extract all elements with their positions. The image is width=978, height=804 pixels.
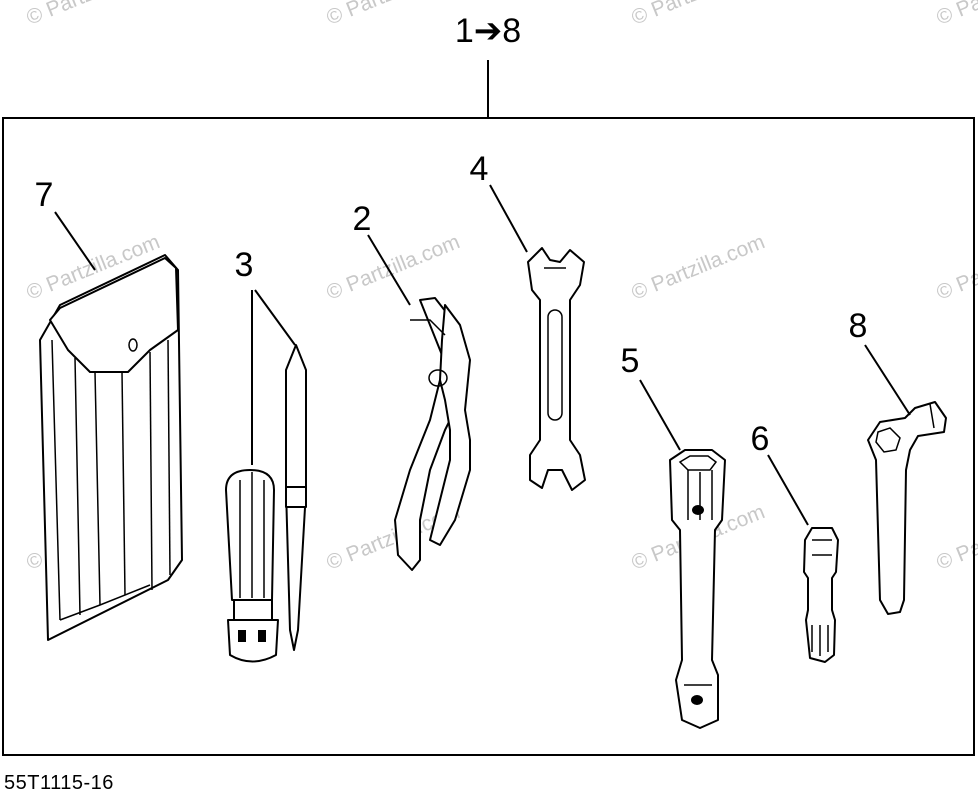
leader-line-6: [767, 454, 809, 526]
watermark-text: © Partzilla.com: [933, 230, 978, 304]
callout-4: 4: [470, 150, 489, 188]
pliers-illustration: [394, 297, 471, 571]
leader-line-8: [864, 344, 911, 416]
plug-wrench-illustration: [669, 449, 726, 729]
callout-2: 2: [353, 200, 372, 238]
watermark-text: © Partzilla.com: [628, 230, 768, 304]
watermark-text: © Partzilla.com: [323, 230, 463, 304]
watermark-text: © Partzilla.com: [933, 0, 978, 30]
leader-line-4: [489, 184, 528, 253]
wrench-illustration: [527, 247, 586, 491]
hex-wrench-illustration: [867, 401, 947, 615]
tool-bag-illustration: [39, 254, 183, 641]
figure-caption: 55T1115-16: [4, 772, 114, 794]
callout-6: 6: [751, 420, 770, 458]
watermark-text: © Partzilla.com: [628, 0, 768, 30]
assembly-label: 1➔8: [455, 12, 521, 50]
leader-line-2: [367, 234, 411, 306]
watermark-text: © Partzilla.com: [323, 0, 463, 30]
callout-7: 7: [35, 176, 54, 214]
watermark-text: © Partzilla.com: [23, 0, 163, 30]
callout-3: 3: [235, 246, 254, 284]
watermark-text: © Partzilla.com: [933, 500, 978, 574]
leader-line-3b: [254, 289, 296, 346]
callout-8: 8: [849, 307, 868, 345]
frame-border: [2, 117, 975, 756]
callout-5: 5: [621, 342, 640, 380]
screwdriver-illustration: [225, 344, 307, 663]
socket-bit-illustration: [803, 527, 839, 663]
leader-line-5: [639, 379, 681, 451]
leader-line-7: [54, 211, 96, 271]
